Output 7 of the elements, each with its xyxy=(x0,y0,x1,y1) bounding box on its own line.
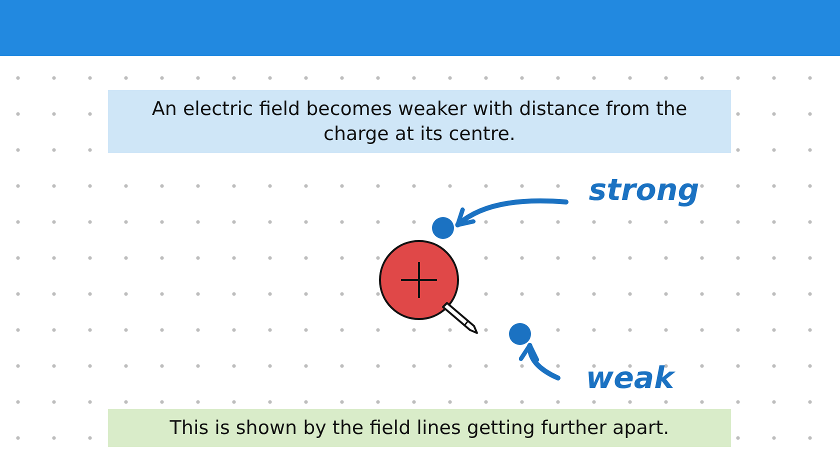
handwritten-label: weak xyxy=(584,356,676,400)
explanation-box: This is shown by the field lines getting further apart. xyxy=(108,409,731,447)
statement-box: An electric field becomes weaker with distance from the charge at its centre. xyxy=(108,90,731,153)
curved-arrow xyxy=(455,198,568,228)
field-point xyxy=(432,217,454,239)
curved-arrow xyxy=(520,342,560,380)
field-point xyxy=(509,323,531,345)
